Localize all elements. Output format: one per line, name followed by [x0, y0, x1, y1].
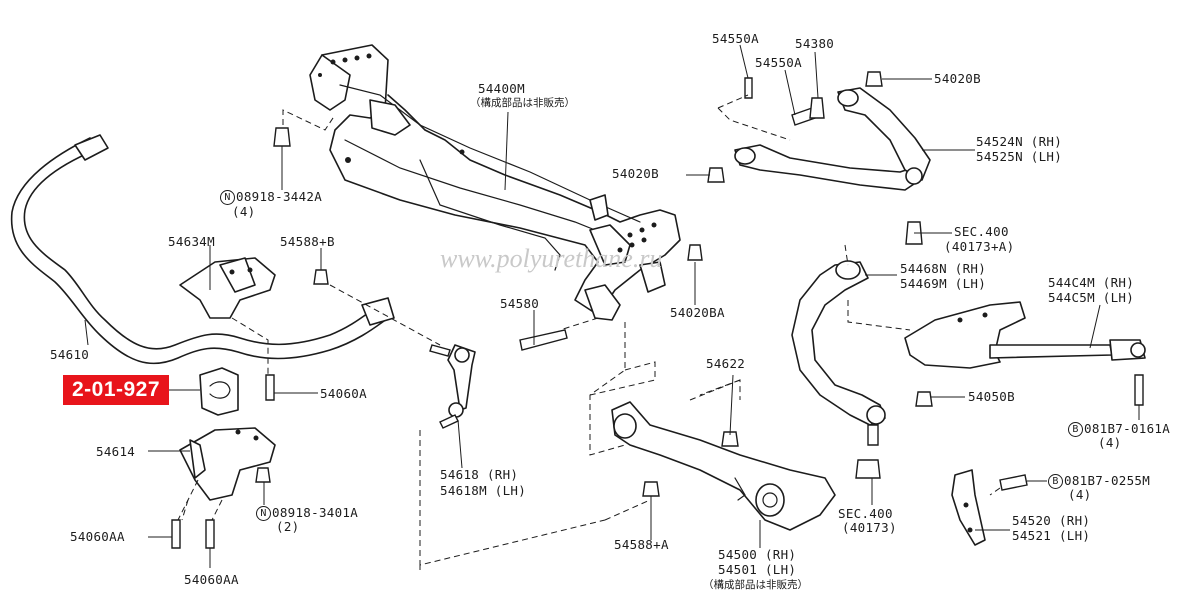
label-54580[interactable]: 54580	[500, 296, 540, 311]
label-40173: (40173)	[842, 520, 897, 535]
label-54020b-left[interactable]: 54020B	[612, 166, 659, 181]
lower-arm	[611, 401, 836, 531]
label-54050b[interactable]: 54050B	[968, 389, 1015, 404]
label-54525n[interactable]: 54525N (LH)	[976, 149, 1063, 164]
label-54634m[interactable]: 54634M	[168, 234, 215, 249]
label-54588a[interactable]: 54588+A	[614, 537, 669, 552]
highlight-part-number[interactable]: 2-01-927	[63, 375, 169, 405]
label-54060aa-bottom[interactable]: 54060AA	[184, 572, 239, 587]
label-54501-note: （構成部品は非販売）	[703, 579, 808, 591]
label-sec400-lower[interactable]: SEC.400	[838, 506, 893, 521]
crossmember	[309, 44, 681, 321]
b-mark-icon: B	[1068, 422, 1083, 437]
label-08918-3442a-qty: (4)	[232, 204, 256, 219]
stabilizer-bar	[10, 134, 395, 365]
label-081b7-0255m-qty: (4)	[1068, 487, 1092, 502]
stabilizer-link	[429, 344, 476, 429]
bushing-clamp-upper	[179, 257, 276, 319]
label-54020ba[interactable]: 54020BA	[670, 305, 725, 320]
label-54521[interactable]: 54521 (LH)	[1012, 528, 1091, 543]
label-54610[interactable]: 54610	[50, 347, 90, 362]
label-54622[interactable]: 54622	[706, 356, 746, 371]
label-544c5m[interactable]: 544C5M (LH)	[1048, 290, 1135, 305]
label-54614[interactable]: 54614	[96, 444, 136, 459]
upper-arm	[734, 87, 931, 191]
label-54618[interactable]: 54618 (RH)	[440, 467, 519, 482]
watermark-text: www.polyurethane.ru	[440, 244, 663, 273]
n-mark-icon: N	[220, 190, 235, 205]
tension-rod	[904, 301, 1146, 369]
label-sec400-upper[interactable]: SEC.400	[954, 224, 1009, 239]
bushing-part	[199, 367, 239, 416]
bushing-clamp-lower	[179, 427, 276, 501]
label-54520[interactable]: 54520 (RH)	[1012, 513, 1091, 528]
label-081b7-0161a-qty: (4)	[1098, 435, 1122, 450]
label-54524n[interactable]: 54524N (RH)	[976, 134, 1063, 149]
label-54400m[interactable]: 54400M	[478, 81, 525, 96]
b-mark-icon: B	[1048, 474, 1063, 489]
guide-lines	[177, 94, 1001, 570]
label-54550a-top[interactable]: 54550A	[712, 31, 759, 46]
label-54060aa-left[interactable]: 54060AA	[70, 529, 125, 544]
label-54380[interactable]: 54380	[795, 36, 835, 51]
label-54020b-top[interactable]: 54020B	[934, 71, 981, 86]
fasteners	[171, 71, 1144, 549]
label-54500[interactable]: 54500 (RH)	[718, 547, 797, 562]
label-08918-3401a-qty: (2)	[276, 519, 300, 534]
upper-link-arm	[791, 260, 886, 426]
label-54469m[interactable]: 54469M (LH)	[900, 276, 987, 291]
label-54468n[interactable]: 54468N (RH)	[900, 261, 987, 276]
leader-lines	[84, 44, 1140, 568]
bracket	[951, 469, 986, 546]
label-54400m-note: （構成部品は非販売）	[470, 97, 575, 109]
label-54588b[interactable]: 54588+B	[280, 234, 335, 249]
n-mark-icon: N	[256, 506, 271, 521]
label-54618m[interactable]: 54618M (LH)	[440, 483, 527, 498]
label-544c4m[interactable]: 544C4M (RH)	[1048, 275, 1135, 290]
label-54501[interactable]: 54501 (LH)	[718, 562, 797, 577]
label-40173a: (40173+A)	[944, 239, 1015, 254]
label-54550a-mid[interactable]: 54550A	[755, 55, 802, 70]
label-54060a[interactable]: 54060A	[320, 386, 367, 401]
